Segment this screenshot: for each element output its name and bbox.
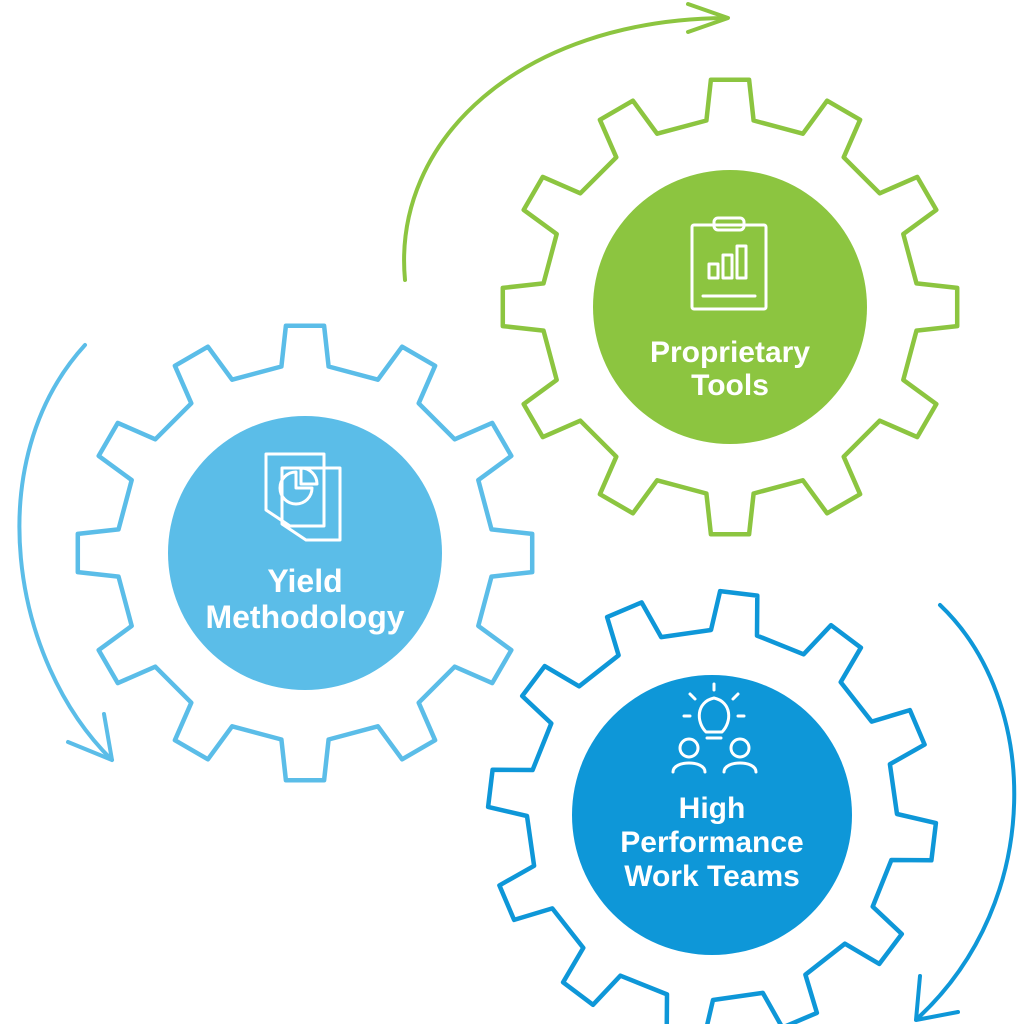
- arrow-left-lightblue: [17, 343, 114, 762]
- clipboard-chart-icon: [690, 216, 768, 311]
- arrow-top-green: [402, 2, 730, 282]
- gear-outline-teams: [485, 588, 939, 1024]
- gear-outline-yield: [75, 323, 535, 783]
- gear-hub-tools: [593, 170, 867, 444]
- team-idea-icon: [671, 682, 758, 774]
- yield-label-line1: Yield: [267, 563, 342, 599]
- teams-label-line3: Work Teams: [624, 860, 800, 893]
- gear-hub-yield: [168, 416, 442, 690]
- teams-label-line2: Performance: [620, 826, 803, 859]
- arrow-right-blue: [914, 603, 1017, 1022]
- teams-label-line1: High: [679, 792, 746, 825]
- gear-outline-tools: [500, 77, 960, 537]
- tools-label-line2: Tools: [691, 369, 769, 402]
- pie-chart-document-icon: [264, 452, 342, 542]
- yield-label-line2: Methodology: [205, 599, 404, 635]
- tools-label-line1: Proprietary: [650, 336, 810, 369]
- gear-hub-teams: [572, 675, 852, 955]
